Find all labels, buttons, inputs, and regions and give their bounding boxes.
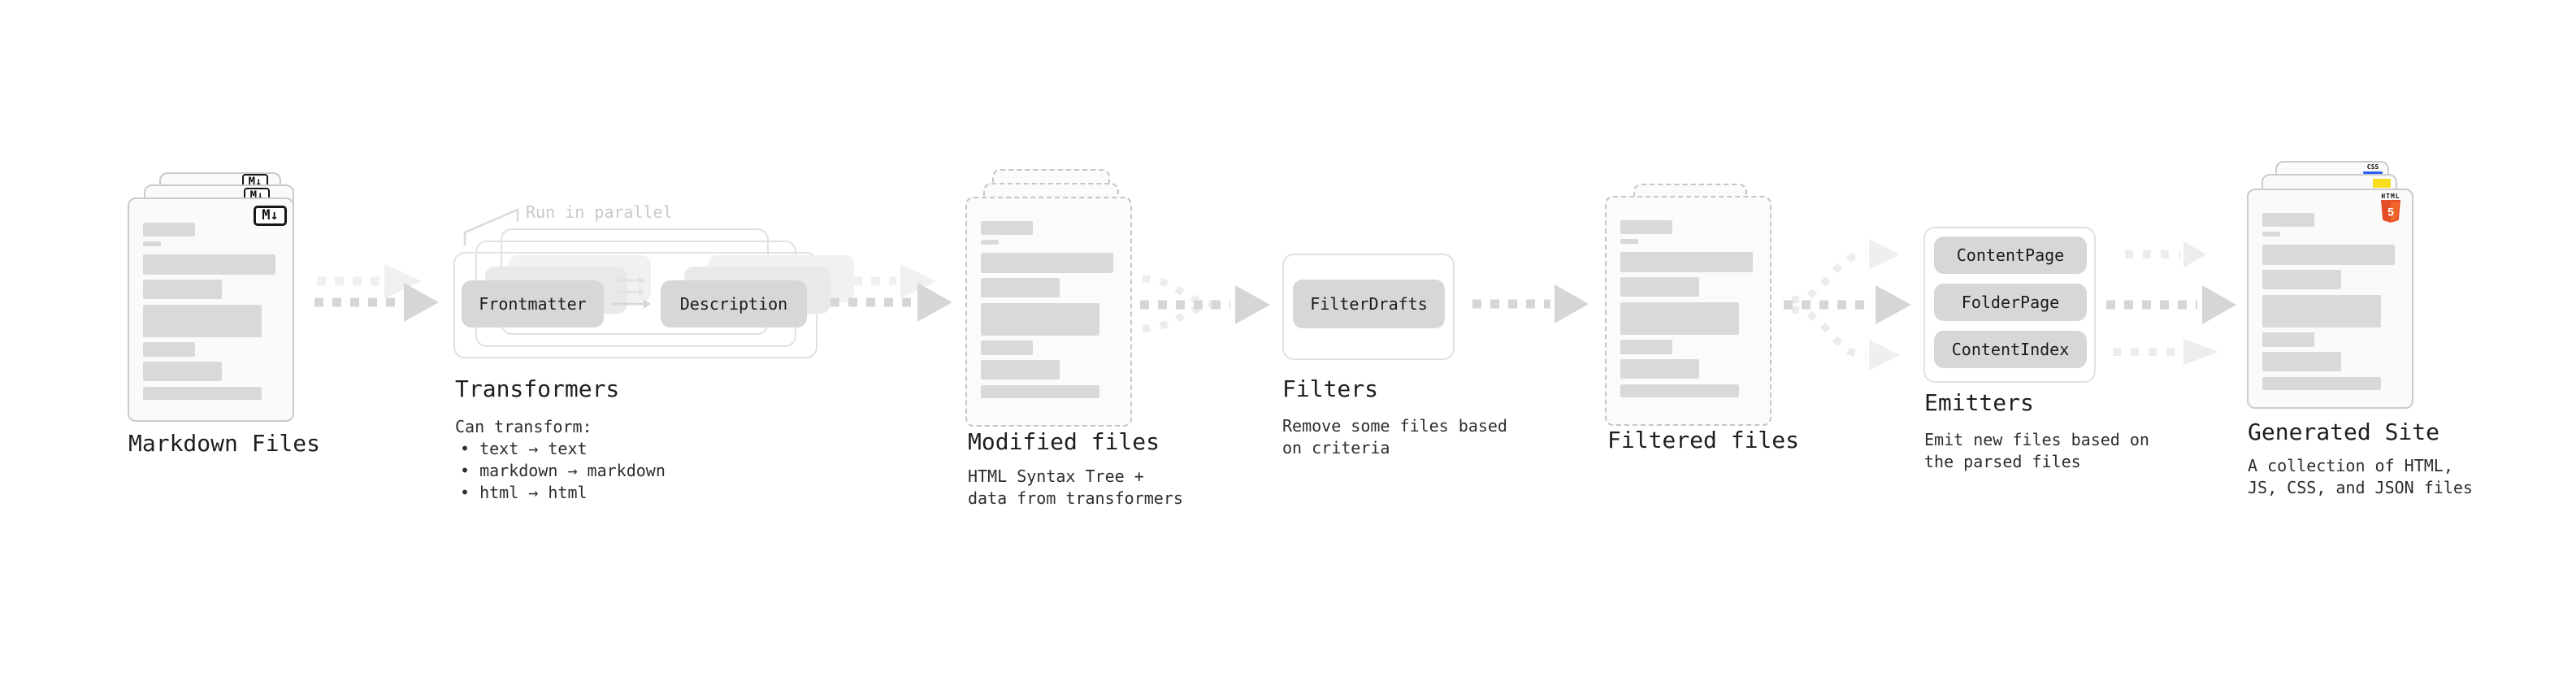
arrow-modified-to-filters [1140, 275, 1270, 332]
modified-files-caption: data from transformers [968, 488, 1183, 508]
arrow-markdown-to-transformers [314, 264, 439, 322]
skeleton-bar [981, 253, 1113, 273]
transformers-bullet: • html → html [460, 483, 588, 502]
frontmatter-plugin-pill: Frontmatter [462, 280, 604, 327]
generated-site-caption: A collection of HTML, [2248, 456, 2453, 475]
skeleton-bar [2262, 352, 2341, 371]
transformers-caption-title: Can transform: [455, 417, 592, 436]
skeleton-bar [981, 385, 1099, 398]
skeleton-bar [981, 340, 1033, 355]
folderpage-plugin-pill: FolderPage [1934, 284, 2087, 321]
emitters-caption: Emit new files based on [1924, 430, 2149, 449]
filters-label: Filters [1282, 375, 1379, 402]
emitters-label: Emitters [1924, 389, 2034, 416]
arrow-emitters-to-generated [2106, 241, 2236, 365]
html5-word: HTML [2381, 193, 2400, 200]
transformers-bullet: • markdown → markdown [460, 461, 666, 480]
skeleton-bar [981, 360, 1060, 380]
html5-shield: 5 [2381, 200, 2400, 223]
skeleton-bar [1620, 340, 1672, 354]
skeleton-bar [2262, 295, 2381, 327]
skeleton-bar [143, 362, 222, 381]
css-underline [2363, 171, 2383, 174]
skeleton-bar [981, 278, 1060, 297]
skeleton-bar [1620, 252, 1753, 272]
transformers-label: Transformers [455, 375, 620, 402]
css-label: CSS [2366, 163, 2379, 171]
css-file-icon: CSS [2363, 164, 2383, 174]
filters-frame [1282, 254, 1455, 360]
modified-files-caption: HTML Syntax Tree + [968, 466, 1144, 486]
arrow-filtered-to-emitters [1784, 239, 1911, 371]
skeleton-bar [1620, 220, 1672, 234]
skeleton-bar [2262, 270, 2341, 289]
skeleton-bar [981, 240, 999, 245]
filters-caption: on criteria [1282, 438, 1390, 458]
document-skeleton-lines [2262, 213, 2395, 390]
document-skeleton-lines [143, 223, 275, 400]
skeleton-bar [1620, 359, 1699, 379]
skeleton-bar [143, 254, 275, 275]
skeleton-bar [2262, 377, 2381, 390]
arrow-filters-to-filtered [1472, 284, 1589, 323]
skeleton-bar [2262, 213, 2314, 227]
skeleton-bar [2262, 332, 2314, 347]
skeleton-bar [143, 305, 262, 337]
skeleton-bar [1620, 302, 1739, 335]
skeleton-bar [2262, 245, 2395, 265]
skeleton-bar [1620, 277, 1699, 297]
html5-icon: HTML 5 [2379, 193, 2402, 226]
emitters-frame [1923, 227, 2096, 383]
filters-caption: Remove some files based [1282, 416, 1507, 436]
skeleton-bar [143, 241, 161, 246]
filterdrafts-plugin-pill: FilterDrafts [1293, 280, 1445, 328]
generated-site-label: Generated Site [2248, 419, 2440, 445]
skeleton-bar [981, 221, 1033, 235]
skeleton-bar [143, 387, 262, 400]
contentindex-plugin-pill: ContentIndex [1934, 331, 2087, 368]
document-skeleton-lines [981, 221, 1113, 398]
run-in-parallel-note: Run in parallel [526, 202, 673, 222]
skeleton-bar [981, 303, 1099, 336]
modified-files-label: Modified files [968, 428, 1160, 455]
svg-text:5: 5 [2387, 206, 2394, 219]
markdown-files-label: Markdown Files [128, 430, 321, 457]
transformers-bullet: • text → text [460, 439, 588, 458]
skeleton-bar [1620, 384, 1739, 397]
skeleton-bar [143, 223, 195, 236]
markdown-icon: M↓ [254, 206, 287, 226]
skeleton-bar [1620, 239, 1638, 244]
js-file-icon [2373, 179, 2391, 188]
generated-site-caption: JS, CSS, and JSON files [2248, 478, 2473, 497]
contentpage-plugin-pill: ContentPage [1934, 236, 2087, 274]
skeleton-bar [143, 280, 222, 299]
description-plugin-pill: Description [661, 280, 807, 327]
skeleton-bar [2262, 232, 2280, 236]
filtered-files-label: Filtered files [1607, 427, 1800, 453]
skeleton-bar [143, 342, 195, 357]
document-skeleton-lines [1620, 220, 1753, 397]
emitters-caption: the parsed files [1924, 452, 2081, 471]
